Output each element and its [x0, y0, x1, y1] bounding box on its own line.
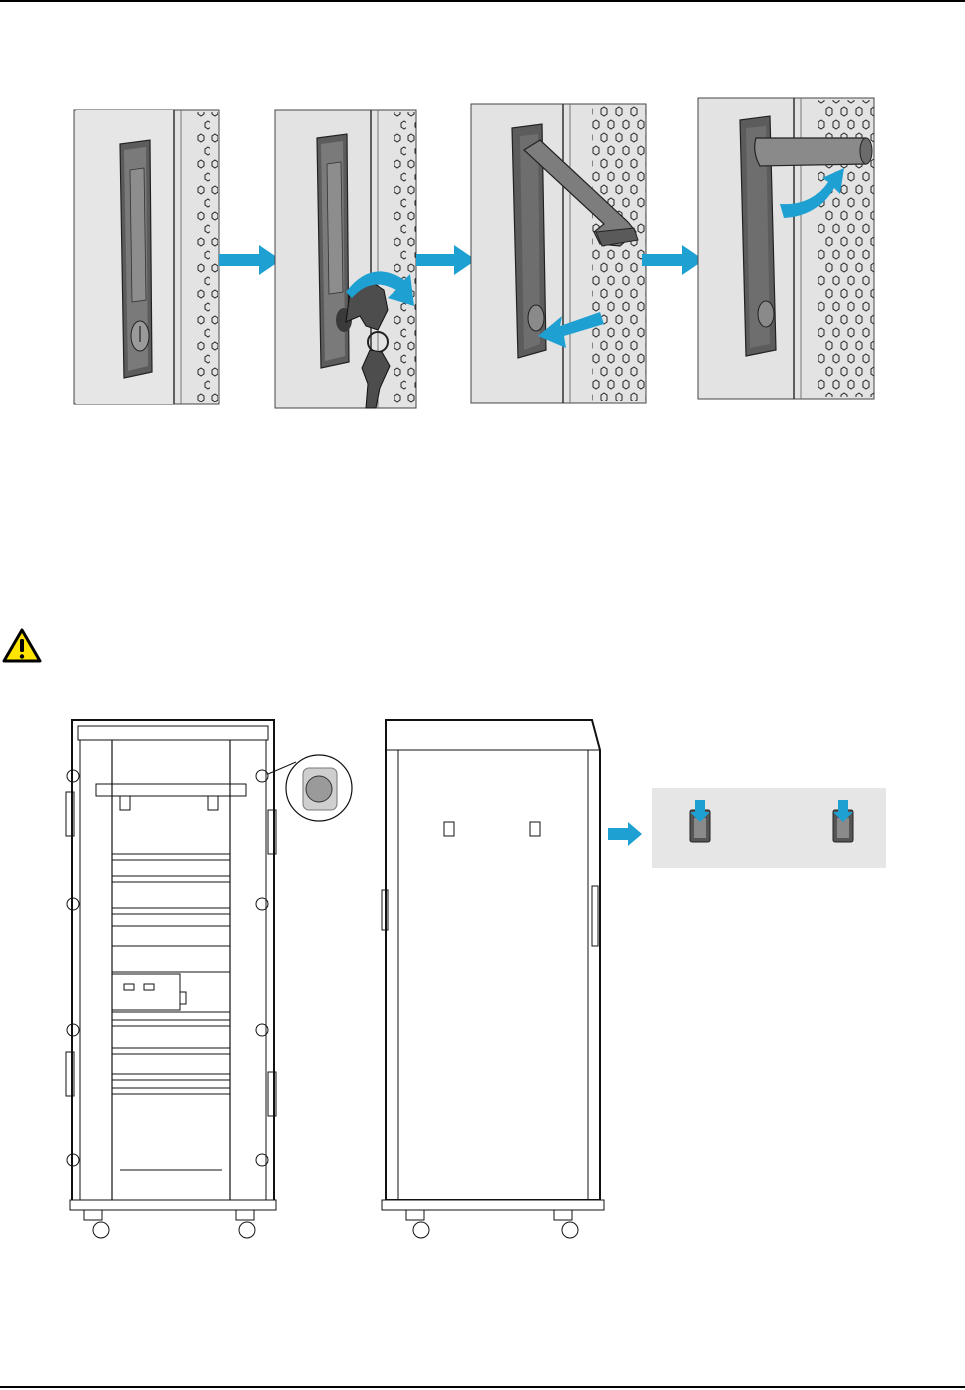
footer-rule	[0, 1386, 965, 1388]
cabinet-front-frame-view	[66, 720, 276, 1238]
cabinet-side-view	[382, 720, 604, 1238]
step-rotate-handle-to-open	[698, 98, 874, 399]
cabinet-figure	[0, 700, 965, 1260]
warning-triangle-icon	[2, 628, 42, 664]
step-closed-handle	[74, 110, 219, 404]
latch-detail-inset	[652, 788, 886, 868]
latch-callout-bubble	[268, 755, 352, 821]
handle-opening-figure	[0, 0, 965, 420]
step-arrow-3	[642, 245, 704, 275]
step-press-lock-pop-out-handle	[471, 104, 646, 403]
step-insert-key-and-turn	[275, 110, 416, 408]
step-arrow-1	[219, 245, 281, 275]
inset-arrow	[608, 822, 642, 846]
step-arrow-2	[416, 245, 476, 275]
